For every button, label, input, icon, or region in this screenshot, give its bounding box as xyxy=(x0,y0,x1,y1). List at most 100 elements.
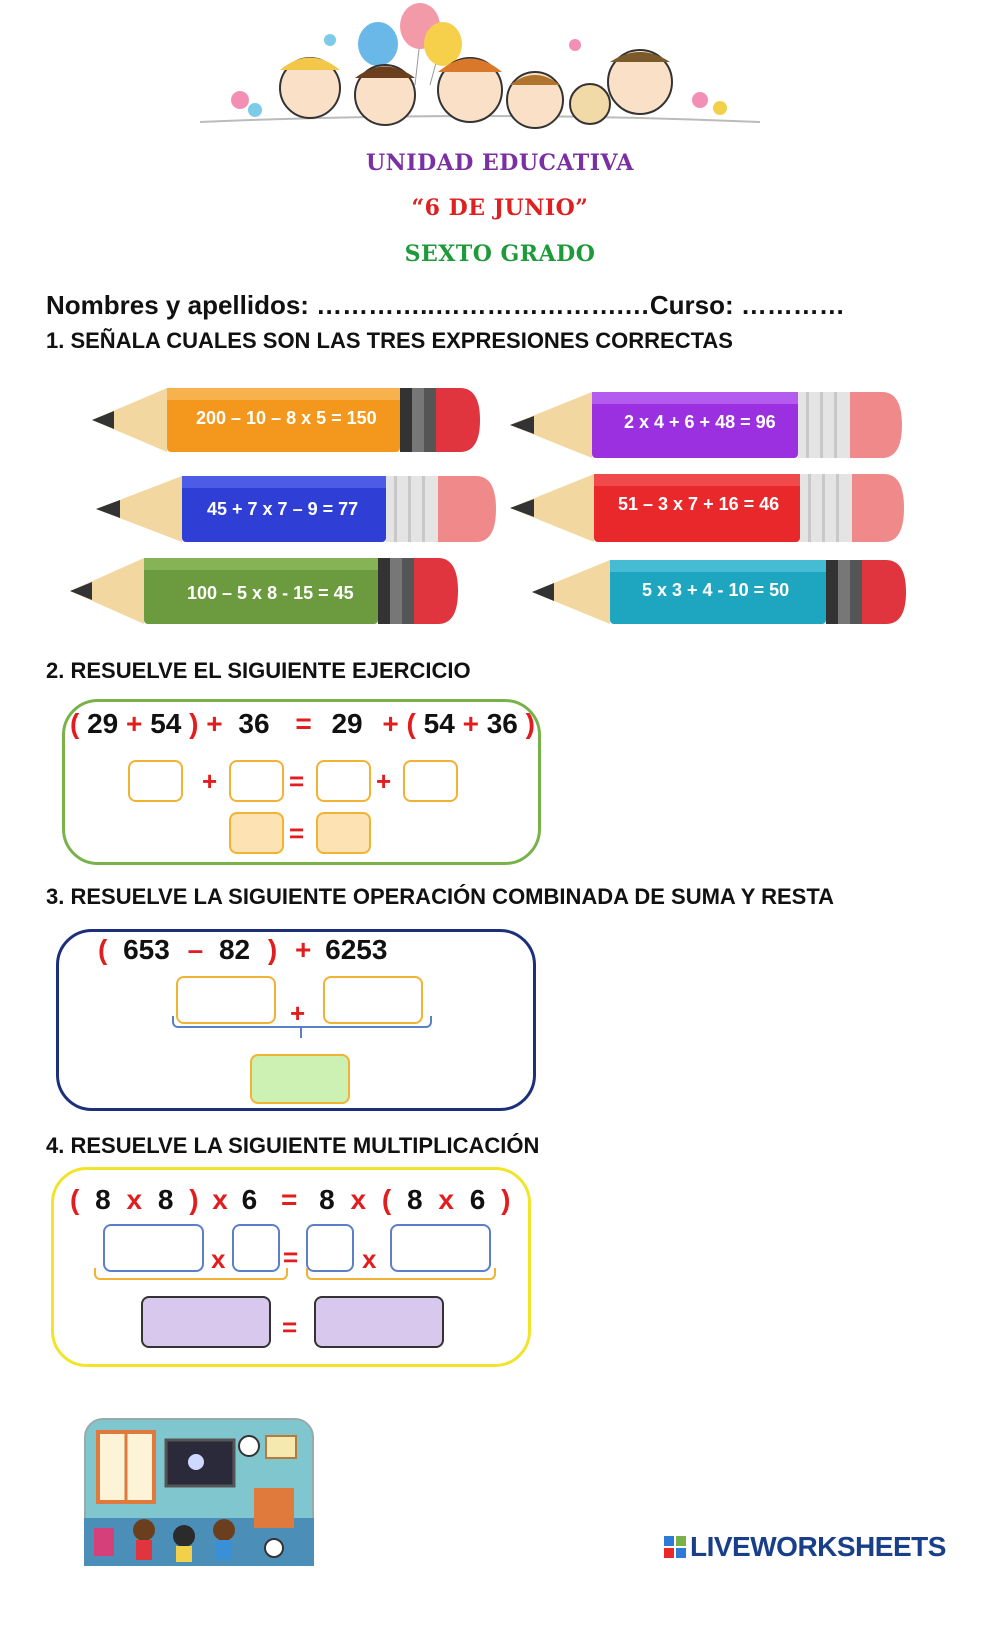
plus-sign: + xyxy=(376,766,392,796)
result-box[interactable] xyxy=(141,1296,271,1348)
operator: x xyxy=(350,1184,367,1215)
grouping-brace xyxy=(94,1268,288,1280)
liveworksheets-logo: LIVEWORKSHEETS xyxy=(664,1530,946,1564)
pencil-option[interactable]: 200 – 10 – 8 x 5 = 150 xyxy=(92,384,480,456)
answer-box[interactable] xyxy=(403,760,458,802)
paren: ( xyxy=(70,1184,80,1215)
number: 653 xyxy=(123,934,170,965)
number: 6 xyxy=(241,1184,258,1215)
answer-box[interactable] xyxy=(316,760,371,802)
pencil-icon xyxy=(92,388,480,452)
equals-sign: = xyxy=(283,1242,299,1272)
plus-sign: + xyxy=(202,766,218,796)
operator: + xyxy=(126,708,143,739)
pencil-icon xyxy=(510,474,904,542)
pencil-option[interactable]: 45 + 7 x 7 – 9 = 77 xyxy=(96,472,496,546)
paren: ) xyxy=(267,934,278,965)
exercise-3-expression: ( 653 – 82 ) + 6253 xyxy=(98,934,387,966)
paren: ( xyxy=(381,1184,392,1215)
grouping-brace xyxy=(306,1268,496,1280)
number: 54 xyxy=(150,708,182,739)
number: 36 xyxy=(238,708,270,739)
operator: + xyxy=(382,708,399,739)
question-4: 4. RESUELVE LA SIGUIENTE MULTIPLICACIÓN xyxy=(46,1133,540,1158)
equals-sign: = xyxy=(289,766,305,796)
paren: ( xyxy=(98,934,108,965)
equals-sign: = xyxy=(289,818,305,848)
answer-box[interactable] xyxy=(316,812,371,854)
paren: ) xyxy=(189,708,199,739)
pencil-icon xyxy=(510,392,902,458)
names-course-line: Nombres y apellidos: …………..………………….…Curs… xyxy=(46,290,845,320)
operator: + xyxy=(206,708,223,739)
paren: ( xyxy=(406,708,416,739)
number: 29 xyxy=(87,708,119,739)
answer-box[interactable] xyxy=(128,760,183,802)
number: 6253 xyxy=(325,934,388,965)
result-box[interactable] xyxy=(250,1054,350,1104)
operator: = xyxy=(295,708,312,739)
exercise-4-expression: ( 8 x 8 ) x 6 = 8 x ( 8 x 6 ) xyxy=(70,1184,510,1216)
number: 8 xyxy=(319,1184,335,1215)
operator: + xyxy=(462,708,479,739)
number: 8 xyxy=(157,1184,174,1215)
number: 36 xyxy=(486,708,518,739)
pencil-expression: 51 – 3 x 7 + 16 = 46 xyxy=(618,494,780,514)
pencil-icon xyxy=(96,476,496,542)
logo-icon xyxy=(664,1536,686,1558)
pencil-expression: 2 x 4 + 6 + 48 = 96 xyxy=(624,412,776,432)
question-2: 2. RESUELVE EL SIGUIENTE EJERCICIO xyxy=(46,658,471,683)
pencil-expression: 5 x 3 + 4 - 10 = 50 xyxy=(642,580,790,600)
plus-sign: + xyxy=(290,998,306,1028)
grade-label: SEXTO GRADO xyxy=(404,241,596,267)
number: 8 xyxy=(406,1184,423,1215)
operator: x xyxy=(126,1184,143,1215)
times-sign: x xyxy=(211,1244,226,1274)
operator: – xyxy=(187,934,204,965)
operator: = xyxy=(281,1184,298,1215)
brace-stem xyxy=(300,1028,302,1038)
operator: x xyxy=(212,1184,228,1215)
operator: + xyxy=(295,934,312,965)
school-subtitle: “6 DE JUNIO” xyxy=(411,195,589,221)
answer-box[interactable] xyxy=(232,1224,280,1272)
pencil-option[interactable]: 51 – 3 x 7 + 16 = 46 xyxy=(510,470,904,546)
pencil-icon xyxy=(532,560,906,624)
grouping-brace xyxy=(172,1016,432,1028)
pencil-expression: 200 – 10 – 8 x 5 = 150 xyxy=(196,408,377,428)
brand-name: LIVEWORKSHEETS xyxy=(690,1531,946,1562)
equals-sign: = xyxy=(282,1312,298,1342)
exercise-2-expression: ( 29 + 54 ) + 36 = 29 + ( 54 + 36 ) xyxy=(70,708,535,740)
answer-box[interactable] xyxy=(103,1224,204,1272)
exercise-3-frame xyxy=(56,929,536,1111)
pencil-option[interactable]: 5 x 3 + 4 - 10 = 50 xyxy=(532,556,906,628)
paren: ( xyxy=(70,708,80,739)
exercise-2-frame xyxy=(62,699,541,865)
pencil-expression: 100 – 5 x 8 - 15 = 45 xyxy=(187,583,354,603)
pencil-expression: 45 + 7 x 7 – 9 = 77 xyxy=(207,499,359,519)
classroom-illustration xyxy=(84,1418,314,1566)
pencil-option[interactable]: 2 x 4 + 6 + 48 = 96 xyxy=(510,388,902,462)
paren: ) xyxy=(525,708,535,739)
school-name: UNIDAD EDUCATIVA xyxy=(366,150,634,176)
answer-box[interactable] xyxy=(323,976,423,1024)
number: 6 xyxy=(469,1184,486,1215)
answer-box[interactable] xyxy=(306,1224,354,1272)
question-1: 1. SEÑALA CUALES SON LAS TRES EXPRESIONE… xyxy=(46,328,733,353)
answer-box[interactable] xyxy=(229,760,284,802)
paren: ) xyxy=(189,1184,199,1215)
question-3: 3. RESUELVE LA SIGUIENTE OPERACIÓN COMBI… xyxy=(46,884,835,909)
number: 82 xyxy=(218,934,251,965)
pencil-option[interactable]: 100 – 5 x 8 - 15 = 45 xyxy=(70,554,458,628)
pencil-icon xyxy=(70,558,458,624)
number: 8 xyxy=(95,1184,111,1215)
result-box[interactable] xyxy=(314,1296,444,1348)
answer-box[interactable] xyxy=(390,1224,491,1272)
exercise-4-frame xyxy=(51,1167,531,1367)
answer-box[interactable] xyxy=(176,976,276,1024)
times-sign: x xyxy=(362,1244,377,1274)
operator: x xyxy=(438,1184,454,1215)
answer-box[interactable] xyxy=(229,812,284,854)
header-kids-illustration xyxy=(200,3,760,129)
paren: ) xyxy=(501,1184,511,1215)
